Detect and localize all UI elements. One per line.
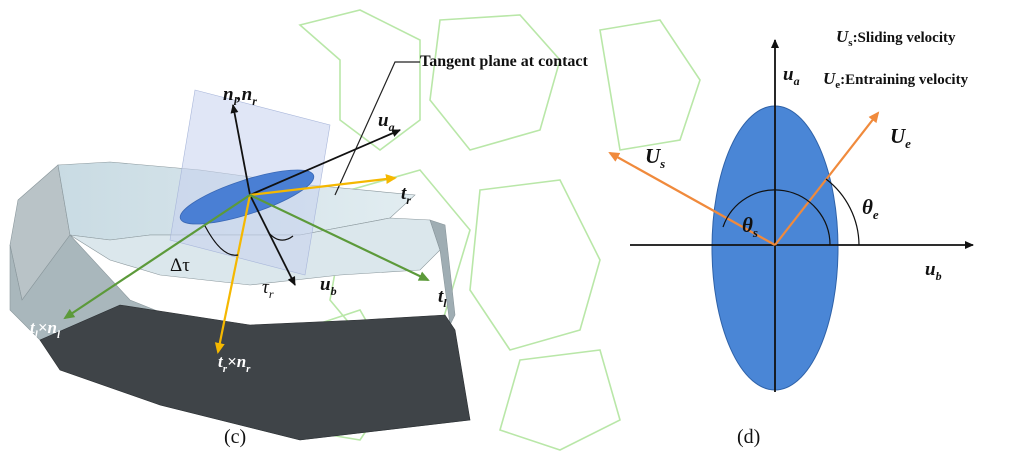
ua-arrow <box>249 129 401 196</box>
tr-cross-nr-arrow <box>214 194 252 354</box>
callout-line <box>334 61 420 196</box>
tau-r-arc <box>267 231 294 241</box>
tl-arrow <box>249 194 430 281</box>
normal-arrow <box>230 104 251 196</box>
tr-label: tr <box>401 183 411 207</box>
block-dark-face <box>39 304 471 441</box>
caption-c: (c) <box>224 426 246 448</box>
tangent-plane-label: Tangent plane at contact <box>420 53 589 70</box>
ub-label-d: ub <box>925 259 942 283</box>
theta-s-label: θs <box>742 213 758 240</box>
theta-s-arc <box>722 189 831 246</box>
theta-e-arc <box>825 178 860 246</box>
block-right-face <box>429 219 456 327</box>
delta-tau-arc <box>204 225 239 256</box>
tl-cross-nl-label: tl×nl <box>30 318 61 341</box>
Us-label: Us <box>645 144 665 171</box>
panel-c: Tangent plane at contact nl,nr ua tr tl … <box>9 53 589 448</box>
ua-label-c: ua <box>378 110 395 134</box>
tr-cross-nr-label: tr×nr <box>218 352 251 375</box>
legend-sliding: Us:Sliding velocity <box>836 27 956 49</box>
legend-entraining: Ue:Entraining velocity <box>823 69 969 91</box>
tau-r-label: τr <box>262 277 274 301</box>
delta-tau-label: Δτ <box>170 255 190 276</box>
theta-e-label: θe <box>862 195 879 222</box>
caption-d: (d) <box>737 426 760 448</box>
tl-label: tl <box>438 286 447 310</box>
tr-arrow <box>249 174 397 197</box>
ua-label-d: ua <box>783 64 800 88</box>
ub-label-c: ub <box>320 274 337 298</box>
normals-label: nl,nr <box>223 84 257 108</box>
panel-d: Us:Sliding velocity Ue:Entraining veloci… <box>608 27 974 448</box>
tl-cross-nl-arrow <box>63 194 251 320</box>
Ue-label: Ue <box>890 124 911 151</box>
ub-arrow <box>249 194 296 286</box>
Us-arrow <box>608 152 776 246</box>
